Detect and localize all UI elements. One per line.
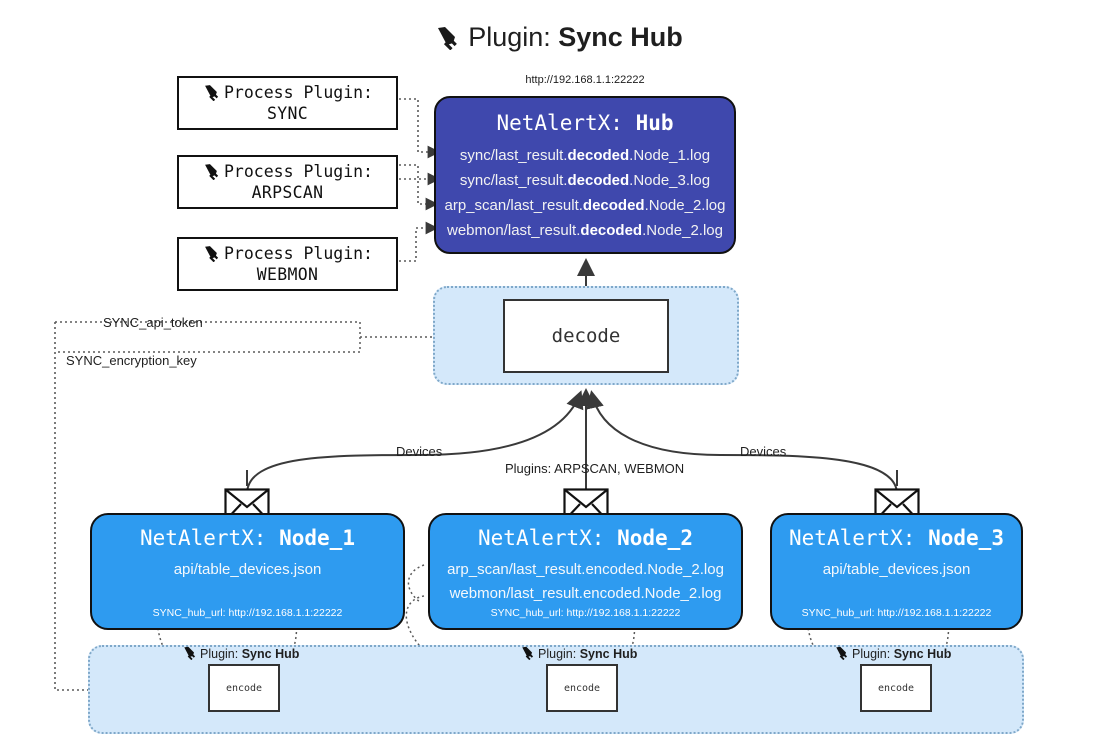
process-plugin-label: Process Plugin: <box>223 244 373 263</box>
encode-box-1[interactable]: encode <box>208 664 280 712</box>
plug-icon <box>202 243 224 264</box>
sync-api-token-label: SYNC_api_token <box>103 315 203 330</box>
process-plugin-name: ARPSCAN <box>251 183 324 202</box>
node-data-row: api/table_devices.json <box>173 561 322 578</box>
process-plugin-name: SYNC <box>267 104 308 123</box>
node-data-list: arp_scan/last_result.encoded.Node_2.log … <box>430 558 741 606</box>
node-box-node-2[interactable]: NetAlertX: Node_2 arp_scan/last_result.e… <box>428 513 743 630</box>
encode-plugin-label-3: Plugin: Sync Hub <box>834 645 951 663</box>
node-title: NetAlertX: Node_3 <box>772 526 1021 550</box>
node-app-name: NetAlertX: <box>140 526 267 550</box>
hub-app-name: NetAlertX: <box>496 111 623 135</box>
node-box-node-1[interactable]: NetAlertX: Node_1 api/table_devices.json… <box>90 513 405 630</box>
node-name: Node_2 <box>617 526 693 550</box>
plug-icon <box>520 645 538 663</box>
hub-node-box[interactable]: NetAlertX: Hub sync/last_result.decoded.… <box>434 96 736 254</box>
node-data-row: arp_scan/last_result.encoded.Node_2.log <box>447 561 724 578</box>
hub-log-row: sync/last_result.decoded.Node_1.log <box>459 147 711 164</box>
title-name: Sync Hub <box>558 22 683 52</box>
plug-icon <box>182 645 200 663</box>
hub-node-name: Hub <box>635 111 674 135</box>
process-plugin-label: Process Plugin: <box>223 83 373 102</box>
node-data-list: api/table_devices.json <box>772 558 1021 582</box>
plug-icon <box>434 18 462 64</box>
node-title: NetAlertX: Node_2 <box>430 526 741 550</box>
envelope-icon <box>874 488 920 527</box>
process-plugin-box-webmon[interactable]: Process Plugin: WEBMON <box>177 237 398 291</box>
encode-plugin-label-2: Plugin: Sync Hub <box>520 645 637 663</box>
hub-url-label: http://192.168.1.1:22222 <box>525 74 645 86</box>
process-plugin-box-sync[interactable]: Process Plugin: SYNC <box>177 76 398 130</box>
edge-label-plugins: Plugins: ARPSCAN, WEBMON <box>505 461 685 476</box>
hub-log-row: webmon/last_result.decoded.Node_2.log <box>447 222 723 239</box>
hub-log-row: sync/last_result.decoded.Node_3.log <box>459 172 711 189</box>
node-footer: SYNC_hub_url: http://192.168.1.1:22222 <box>152 607 343 619</box>
edge-label-devices-left: Devices <box>396 444 443 459</box>
hub-title: NetAlertX: Hub <box>436 111 734 135</box>
node-data-list: api/table_devices.json <box>92 558 403 582</box>
plug-icon <box>834 645 852 663</box>
node-title: NetAlertX: Node_1 <box>92 526 403 550</box>
node-data-row: api/table_devices.json <box>822 561 971 578</box>
title-prefix: Plugin: <box>468 22 551 52</box>
node-app-name: NetAlertX: <box>789 526 916 550</box>
hub-log-row: arp_scan/last_result.decoded.Node_2.log <box>444 197 726 214</box>
encode-box-3[interactable]: encode <box>860 664 932 712</box>
node-footer: SYNC_hub_url: http://192.168.1.1:22222 <box>490 607 681 619</box>
process-plugin-label: Process Plugin: <box>223 162 373 181</box>
node-app-name: NetAlertX: <box>478 526 605 550</box>
hub-log-list: sync/last_result.decoded.Node_1.log sync… <box>436 143 734 243</box>
sync-encryption-key-label: SYNC_encryption_key <box>66 353 197 368</box>
process-plugin-box-arpscan[interactable]: Process Plugin: ARPSCAN <box>177 155 398 209</box>
node-data-row: webmon/last_result.encoded.Node_2.log <box>449 585 722 602</box>
encode-box-2[interactable]: encode <box>546 664 618 712</box>
plug-icon <box>202 82 224 103</box>
page-title: Plugin: Sync Hub <box>0 14 1117 64</box>
edge-label-devices-right: Devices <box>740 444 787 459</box>
node-box-node-3[interactable]: NetAlertX: Node_3 api/table_devices.json… <box>770 513 1023 630</box>
node-name: Node_3 <box>928 526 1004 550</box>
decode-box[interactable]: decode <box>503 299 669 373</box>
process-plugin-name: WEBMON <box>256 265 319 284</box>
node-footer: SYNC_hub_url: http://192.168.1.1:22222 <box>801 607 992 619</box>
plug-icon <box>202 161 224 182</box>
node-name: Node_1 <box>279 526 355 550</box>
encode-plugin-label-1: Plugin: Sync Hub <box>182 645 299 663</box>
